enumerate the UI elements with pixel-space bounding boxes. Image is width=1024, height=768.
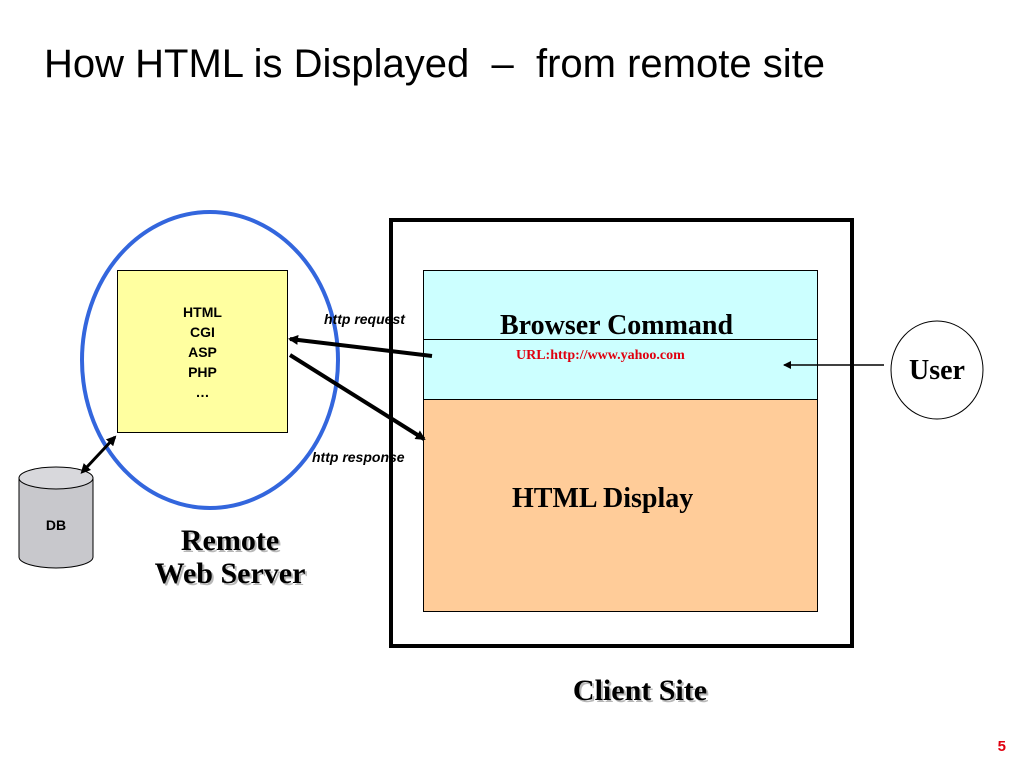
http-response-label: http response [312,449,405,465]
html-display-panel [423,399,818,612]
client-site-caption: Client Site [572,674,708,707]
user-label: User [909,355,965,386]
http-request-label: http request [324,311,405,327]
url-text: URL:http://www.yahoo.com [516,348,685,363]
remote-web-server-caption: Remote Web Server [120,524,340,590]
server-technology-list: HTML CGI ASP PHP … [117,302,288,402]
db-server-arrow [80,435,117,474]
http-request-arrow [288,334,433,358]
http-response-arrow [288,353,426,441]
server-technology-box [117,270,288,433]
remote-server-circle [80,210,340,510]
server-tech-php: PHP [188,364,217,380]
page-number: 5 [997,738,1006,755]
server-tech-asp: ASP [188,344,217,360]
server-tech-cgi: CGI [190,324,215,340]
server-tech-ellipsis: … [195,384,210,400]
server-caption-line1: Remote [180,524,280,557]
database-label: DB [45,517,67,533]
server-caption-line2: Web Server [154,557,306,590]
browser-command-panel [423,270,818,400]
browser-command-label: Browser Command [500,310,734,341]
server-tech-html: HTML [183,304,222,320]
user-ellipse [890,320,984,420]
html-display-label: HTML Display [512,483,694,514]
database-icon [18,466,94,569]
slide-title: How HTML is Displayed – from remote site [44,42,825,86]
url-bar-divider [423,339,818,340]
